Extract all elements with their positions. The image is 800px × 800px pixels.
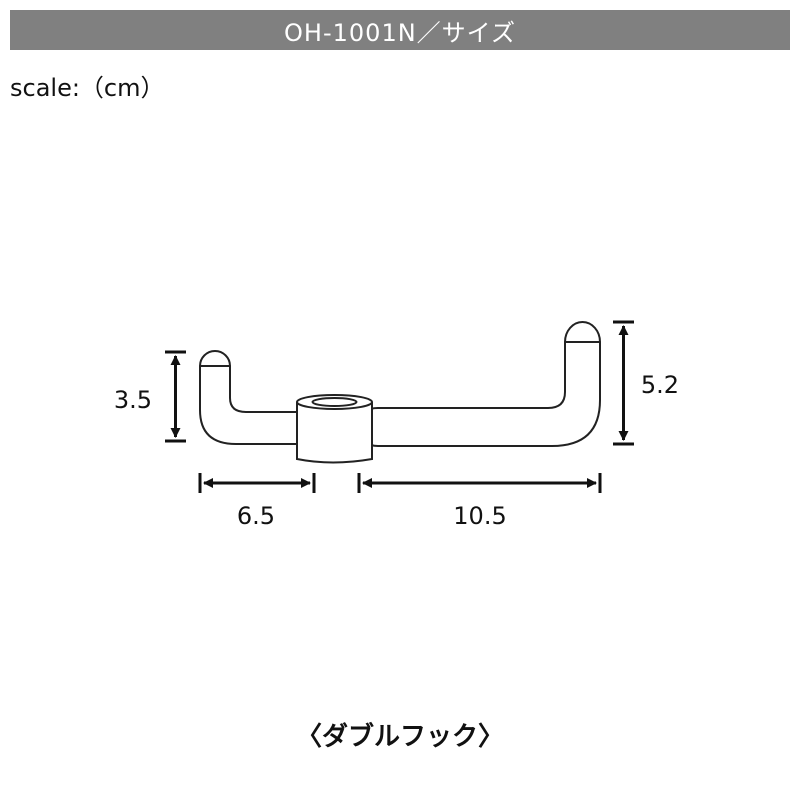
right-height-dimension	[613, 320, 634, 446]
page-title: OH-1001N／サイズ	[284, 18, 516, 47]
right-width-dimension	[357, 473, 602, 493]
left-hook-arm	[199, 365, 303, 445]
right-hook-arm	[361, 341, 601, 447]
left-hook-tip	[198, 350, 232, 367]
right-height-label: 5.2	[641, 371, 679, 399]
right-width-label: 10.5	[453, 502, 506, 530]
left-width-dimension	[198, 473, 316, 493]
right-hook-tip	[563, 321, 602, 343]
left-width-label: 6.5	[237, 502, 275, 530]
product-caption: 〈ダブルフック〉	[295, 722, 504, 752]
title-bar: OH-1001N／サイズ	[10, 10, 790, 50]
scale-label: scale:（cm）	[10, 74, 165, 102]
center-socket	[296, 394, 373, 464]
left-height-label: 3.5	[114, 386, 152, 414]
left-height-dimension	[165, 350, 186, 443]
